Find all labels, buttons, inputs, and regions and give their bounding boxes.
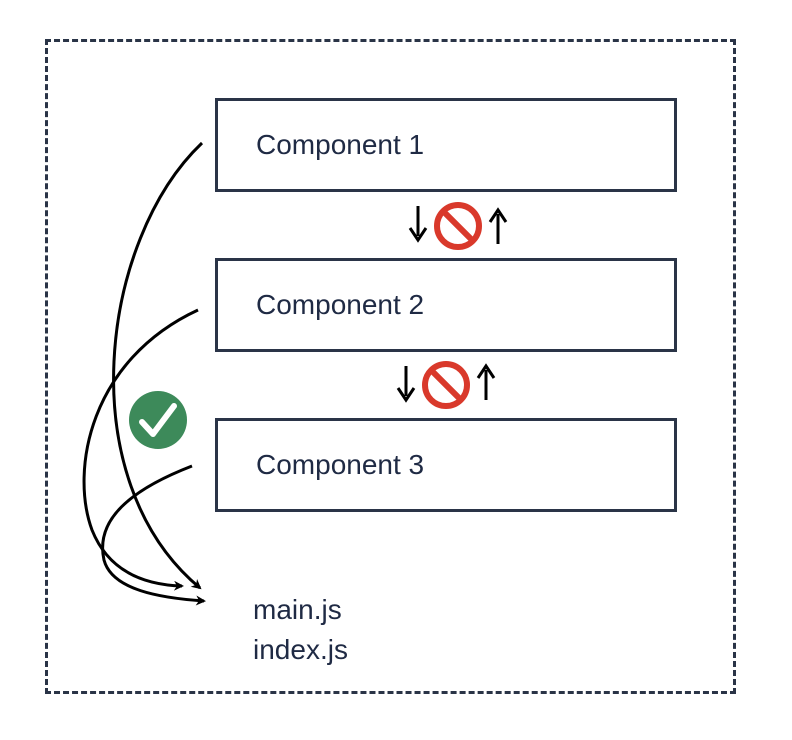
boundary-frame <box>45 39 736 694</box>
component-3-label: Component 3 <box>256 449 425 480</box>
component-2-label: Component 2 <box>256 289 425 320</box>
prohibited-icon <box>434 202 482 250</box>
arrow-component-3-to-main <box>101 464 206 606</box>
component-2-box: Component 2 <box>215 258 677 352</box>
check-mark-icon <box>129 391 187 449</box>
component-3-box: Component 3 <box>215 418 677 512</box>
prohibited-icon <box>422 361 470 409</box>
file-main-js: main.js <box>253 594 342 625</box>
arrow-up-icon <box>488 207 508 244</box>
file-index-js: index.js <box>253 634 348 665</box>
arrow-component-1-to-main <box>112 141 204 590</box>
arrow-down-icon <box>396 366 416 403</box>
arrow-down-icon <box>408 206 428 243</box>
component-1-label: Component 1 <box>256 129 425 160</box>
component-1-box: Component 1 <box>215 98 677 192</box>
arrow-up-icon <box>476 363 496 400</box>
arrow-component-2-to-main <box>82 308 199 591</box>
entry-files: main.js index.js <box>253 590 348 670</box>
